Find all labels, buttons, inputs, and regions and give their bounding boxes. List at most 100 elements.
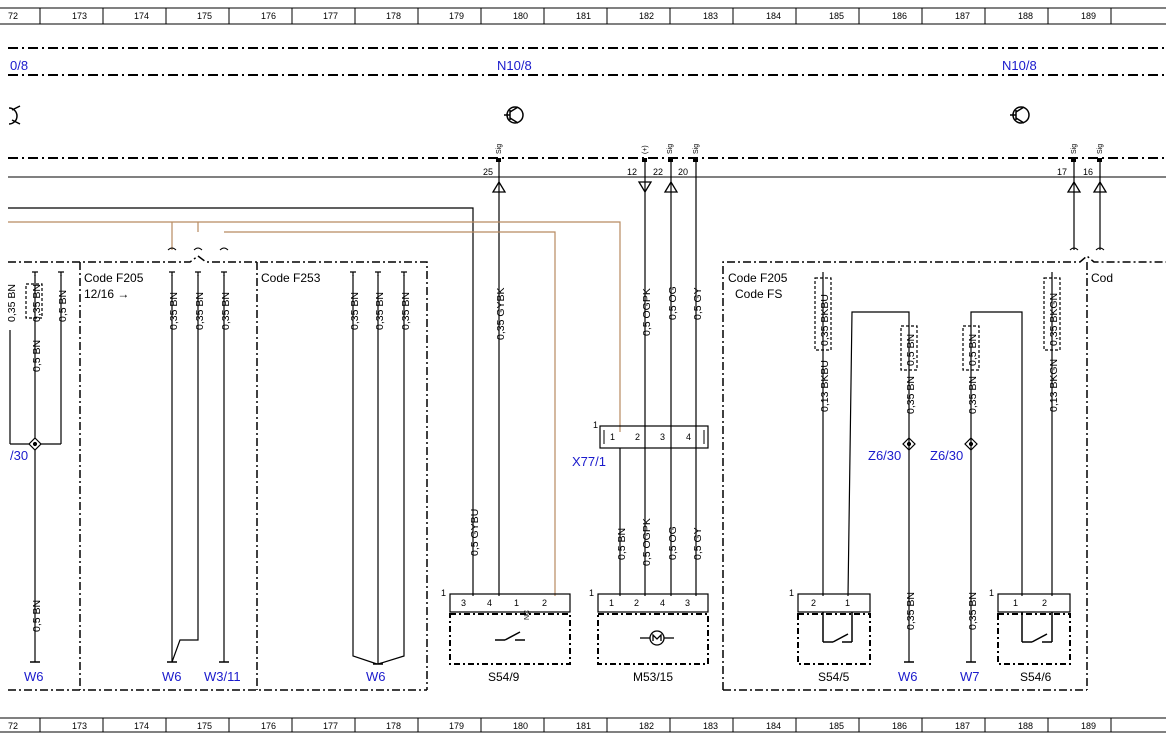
svg-text:0,5 GY: 0,5 GY <box>692 527 704 560</box>
svg-text:0,35 BN: 0,35 BN <box>967 592 979 630</box>
svg-text:4: 4 <box>686 432 691 442</box>
svg-text:1: 1 <box>1013 598 1018 608</box>
grid-column-label: 176 <box>261 721 276 731</box>
svg-text:0,5 OG: 0,5 OG <box>667 526 679 560</box>
grid-column-label: 188 <box>1018 11 1033 21</box>
ground-w7[interactable]: W7 <box>960 669 980 684</box>
grid-column-label: 188 <box>1018 721 1033 731</box>
ground-w311[interactable]: W3/11 <box>204 669 241 684</box>
splice-icon <box>28 437 978 451</box>
grid-column-label: 175 <box>197 721 212 731</box>
grid-column-label: 185 <box>829 721 844 731</box>
svg-text:0,5 OGPK: 0,5 OGPK <box>641 288 653 336</box>
grid-column-label: 181 <box>576 721 591 731</box>
svg-text:0,5 OGPK: 0,5 OGPK <box>641 518 653 566</box>
component-s545: S54/5 <box>818 670 850 684</box>
grid-column-label: 181 <box>576 11 591 21</box>
grid-column-label: 183 <box>703 721 718 731</box>
svg-text:Sig: Sig <box>1097 144 1104 154</box>
svg-text:0,35 BN: 0,35 BN <box>349 292 361 330</box>
svg-text:0,35 BN: 0,35 BN <box>6 284 18 322</box>
grid-column-label: 180 <box>513 721 528 731</box>
svg-text:0,35 BN: 0,35 BN <box>905 592 917 630</box>
splice-z6-a[interactable]: Z6/30 <box>868 448 901 463</box>
code-cod: Cod <box>1091 271 1113 285</box>
module-label-left[interactable]: 0/8 <box>10 58 28 73</box>
code-f205-sub: 12/16 → <box>84 287 129 301</box>
svg-text:1: 1 <box>609 598 614 608</box>
svg-text:1: 1 <box>789 588 794 598</box>
x77-connector: 1 1 2 3 4 <box>593 420 709 596</box>
switch-icon <box>1021 612 1053 643</box>
svg-text:2: 2 <box>811 598 816 608</box>
switch-s549: 1 3 4 1 2 NC <box>441 588 571 665</box>
grid-column-label: 178 <box>386 11 401 21</box>
svg-text:0,13 BKBU: 0,13 BKBU <box>819 360 831 412</box>
grid-column-label: 178 <box>386 721 401 731</box>
svg-text:1: 1 <box>589 588 594 598</box>
svg-text:3: 3 <box>685 598 690 608</box>
svg-text:0,5 OG: 0,5 OG <box>667 286 679 320</box>
switch-icon <box>495 631 525 641</box>
svg-text:NC: NC <box>524 610 531 620</box>
grid-column-label: 176 <box>261 11 276 21</box>
svg-text:1: 1 <box>441 588 446 598</box>
svg-text:1: 1 <box>845 598 850 608</box>
grid-column-label: 189 <box>1081 11 1096 21</box>
svg-text:2: 2 <box>634 598 639 608</box>
svg-text:0,35 BN: 0,35 BN <box>220 292 232 330</box>
component-s546: S54/6 <box>1020 670 1052 684</box>
svg-text:16: 16 <box>1083 167 1093 177</box>
svg-text:Sig: Sig <box>693 144 700 154</box>
svg-text:0,35 BKBU: 0,35 BKBU <box>819 294 831 346</box>
transistor-icon <box>8 105 21 125</box>
grid-column-label: 72 <box>8 11 18 21</box>
brown-wires <box>8 221 621 596</box>
ground-w6-c[interactable]: W6 <box>366 669 386 684</box>
svg-text:0,13 BKGN: 0,13 BKGN <box>1048 359 1060 412</box>
svg-text:1: 1 <box>593 420 598 430</box>
svg-text:0,5 GYBU: 0,5 GYBU <box>469 509 481 556</box>
signal-arrows <box>491 180 1108 194</box>
grid-column-label: 182 <box>639 11 654 21</box>
svg-text:0,5 BN: 0,5 BN <box>905 334 917 366</box>
grid-column-label: 184 <box>766 11 781 21</box>
svg-text:3: 3 <box>660 432 665 442</box>
module-label-center[interactable]: N10/8 <box>497 58 532 73</box>
grid-column-label: 183 <box>703 11 718 21</box>
svg-text:0,35 BN: 0,35 BN <box>168 292 180 330</box>
svg-text:2: 2 <box>542 598 547 608</box>
splice-z6-b[interactable]: Z6/30 <box>930 448 963 463</box>
svg-text:17: 17 <box>1057 167 1067 177</box>
grid-column-label: 175 <box>197 11 212 21</box>
svg-text:0,35 GYBK: 0,35 GYBK <box>495 287 507 340</box>
break-marks <box>167 247 1105 251</box>
code-f253: Code F253 <box>261 271 321 285</box>
grid-column-label: 174 <box>134 721 149 731</box>
svg-text:12: 12 <box>627 167 637 177</box>
ground-w6-b[interactable]: W6 <box>162 669 182 684</box>
grid-column-label: 177 <box>323 11 338 21</box>
module-label-right[interactable]: N10/8 <box>1002 58 1037 73</box>
svg-text:(+): (+) <box>642 145 649 154</box>
grid-column-label: 173 <box>72 721 87 731</box>
svg-text:0,5 GY: 0,5 GY <box>692 287 704 320</box>
grid-column-label: 179 <box>449 721 464 731</box>
splice-left[interactable]: /30 <box>10 448 28 463</box>
svg-text:0,5 BN: 0,5 BN <box>967 334 979 366</box>
svg-text:2: 2 <box>1042 598 1047 608</box>
grid-column-label: 185 <box>829 11 844 21</box>
ground-w6-a[interactable]: W6 <box>24 669 44 684</box>
svg-text:Sig: Sig <box>496 144 503 154</box>
left-section-wires <box>9 275 405 665</box>
ground-w6-d[interactable]: W6 <box>898 669 918 684</box>
switch-s546: 1 1 2 <box>989 588 1071 665</box>
x77-label[interactable]: X77/1 <box>572 454 606 469</box>
svg-text:0,35 BN: 0,35 BN <box>31 284 43 322</box>
module-pins: 25 12 22 20 17 16 Sig (+) Sig Sig Sig Si… <box>483 144 1104 177</box>
wire-labels: 0,35 BN 0,5 BN 0,35 BN 0,5 BN 0,5 BN 0,3… <box>6 284 1060 632</box>
grid-column-label: 189 <box>1081 721 1096 731</box>
code-f205-right: Code F205 <box>728 271 788 285</box>
